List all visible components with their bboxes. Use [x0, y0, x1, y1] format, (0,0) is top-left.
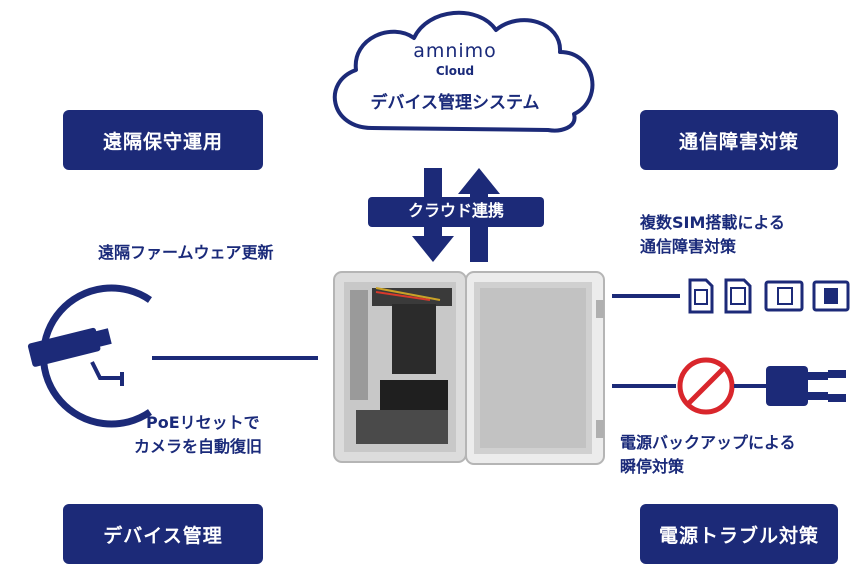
device-mgmt-box: デバイス管理 [63, 504, 263, 564]
power-fault-box: 電源トラブル対策 [640, 504, 838, 564]
cloud-sub: Cloud [435, 64, 475, 78]
comm-fault-box: 通信障害対策 [640, 110, 838, 170]
cloud-link-label: クラウド連携 [407, 201, 504, 220]
poe-reset-label-1: PoEリセットで [146, 413, 260, 432]
cloud-system-label: デバイス管理システム [370, 93, 540, 113]
power-backup-label-1: 電源バックアップによる [620, 433, 796, 452]
multi-sim-label-1: 複数SIM搭載による [640, 213, 785, 232]
cloud-brand: amnimo [413, 40, 497, 62]
no-entry-icon [677, 357, 735, 415]
poe-reset-label-2: カメラを自動復旧 [134, 437, 263, 456]
firmware-update-label: 遠隔ファームウェア更新 [98, 243, 274, 262]
power-backup-label-2: 瞬停対策 [620, 457, 685, 476]
power-plug-icon [766, 366, 846, 406]
multi-sim-label-2: 通信障害対策 [640, 237, 737, 256]
remote-ops-box: 遠隔保守運用 [63, 110, 263, 170]
